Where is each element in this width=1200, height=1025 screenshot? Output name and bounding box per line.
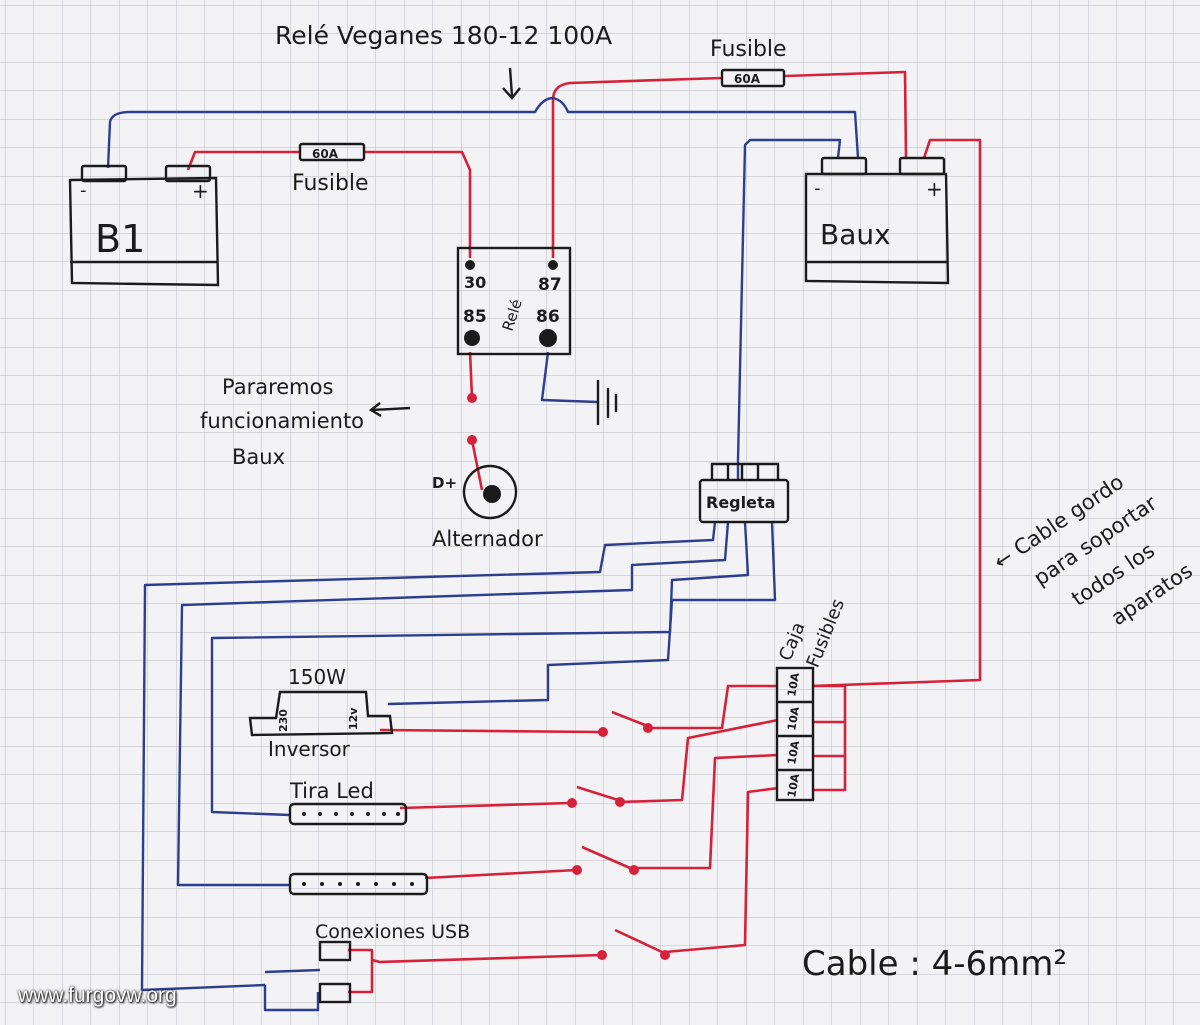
led-strip-2 bbox=[288, 872, 429, 896]
inverter-power: 150W bbox=[288, 665, 346, 689]
battery-aux-label: Baux bbox=[820, 218, 891, 251]
relay-pin-87: 87 bbox=[538, 275, 562, 295]
terminal-strip bbox=[698, 462, 790, 524]
terminal-strip-label: Regleta bbox=[706, 493, 775, 512]
relay-pin-30: 30 bbox=[464, 273, 486, 292]
battery-aux-minus: - bbox=[814, 178, 821, 199]
fuse-left-rating: 60A bbox=[312, 147, 339, 161]
fuse-rating-4: 10A bbox=[785, 772, 802, 798]
relay bbox=[456, 246, 572, 356]
cable-size-label: Cable : 4-6mm² bbox=[802, 944, 1067, 984]
led-strip-label: Tira Led bbox=[289, 779, 374, 803]
usb-port-2 bbox=[318, 982, 352, 1004]
battery-main-minus: - bbox=[80, 180, 87, 201]
inverter-in-label: 12v bbox=[347, 707, 360, 730]
relay-title: Relé Veganes 180-12 100A bbox=[275, 21, 612, 50]
led-dots bbox=[302, 812, 414, 886]
fuse-rating-2: 10A bbox=[785, 705, 802, 731]
battery-main-label: B1 bbox=[95, 217, 145, 261]
relay-terminals bbox=[464, 260, 558, 503]
fuse-top bbox=[720, 68, 786, 88]
inverter-label: Inversor bbox=[268, 737, 351, 761]
note-line-2: funcionamiento bbox=[200, 409, 364, 433]
components bbox=[68, 67, 950, 1004]
switch-contacts bbox=[467, 393, 670, 960]
battery-main bbox=[68, 164, 220, 287]
note-line-1: Pararemos bbox=[222, 375, 333, 399]
fuse-left bbox=[298, 142, 366, 162]
watermark: www.furgovw.org bbox=[18, 984, 177, 1007]
ground-icon bbox=[596, 380, 618, 425]
alternator-dplus: D+ bbox=[432, 474, 457, 492]
battery-aux-plus: + bbox=[926, 177, 943, 201]
fuse-rating-3: 10A bbox=[785, 739, 802, 765]
fuse-top-rating: 60A bbox=[734, 72, 761, 86]
led-strip bbox=[288, 802, 408, 826]
alternator-icon bbox=[462, 464, 518, 520]
inverter-out-label: 230 bbox=[277, 709, 290, 732]
fuse-left-label: Fusible bbox=[292, 171, 369, 196]
fuse-rating-1: 10A bbox=[785, 671, 802, 697]
arrow-left-icon bbox=[368, 402, 411, 418]
usb-label: Conexiones USB bbox=[315, 921, 470, 943]
arrow-down-icon bbox=[502, 67, 521, 100]
fuse-top-label: Fusible bbox=[710, 37, 787, 62]
battery-aux bbox=[804, 156, 950, 285]
relay-pin-86: 86 bbox=[536, 307, 560, 327]
usb-port-1 bbox=[318, 940, 352, 962]
battery-main-plus: + bbox=[192, 179, 209, 203]
note-line-3: Baux bbox=[232, 445, 285, 469]
alternator-label: Alternador bbox=[432, 527, 543, 551]
fuse-box bbox=[775, 666, 815, 802]
relay-pin-85: 85 bbox=[463, 307, 487, 327]
negative-wires bbox=[106, 96, 860, 1012]
positive-wires bbox=[186, 70, 982, 994]
inverter bbox=[248, 690, 394, 737]
